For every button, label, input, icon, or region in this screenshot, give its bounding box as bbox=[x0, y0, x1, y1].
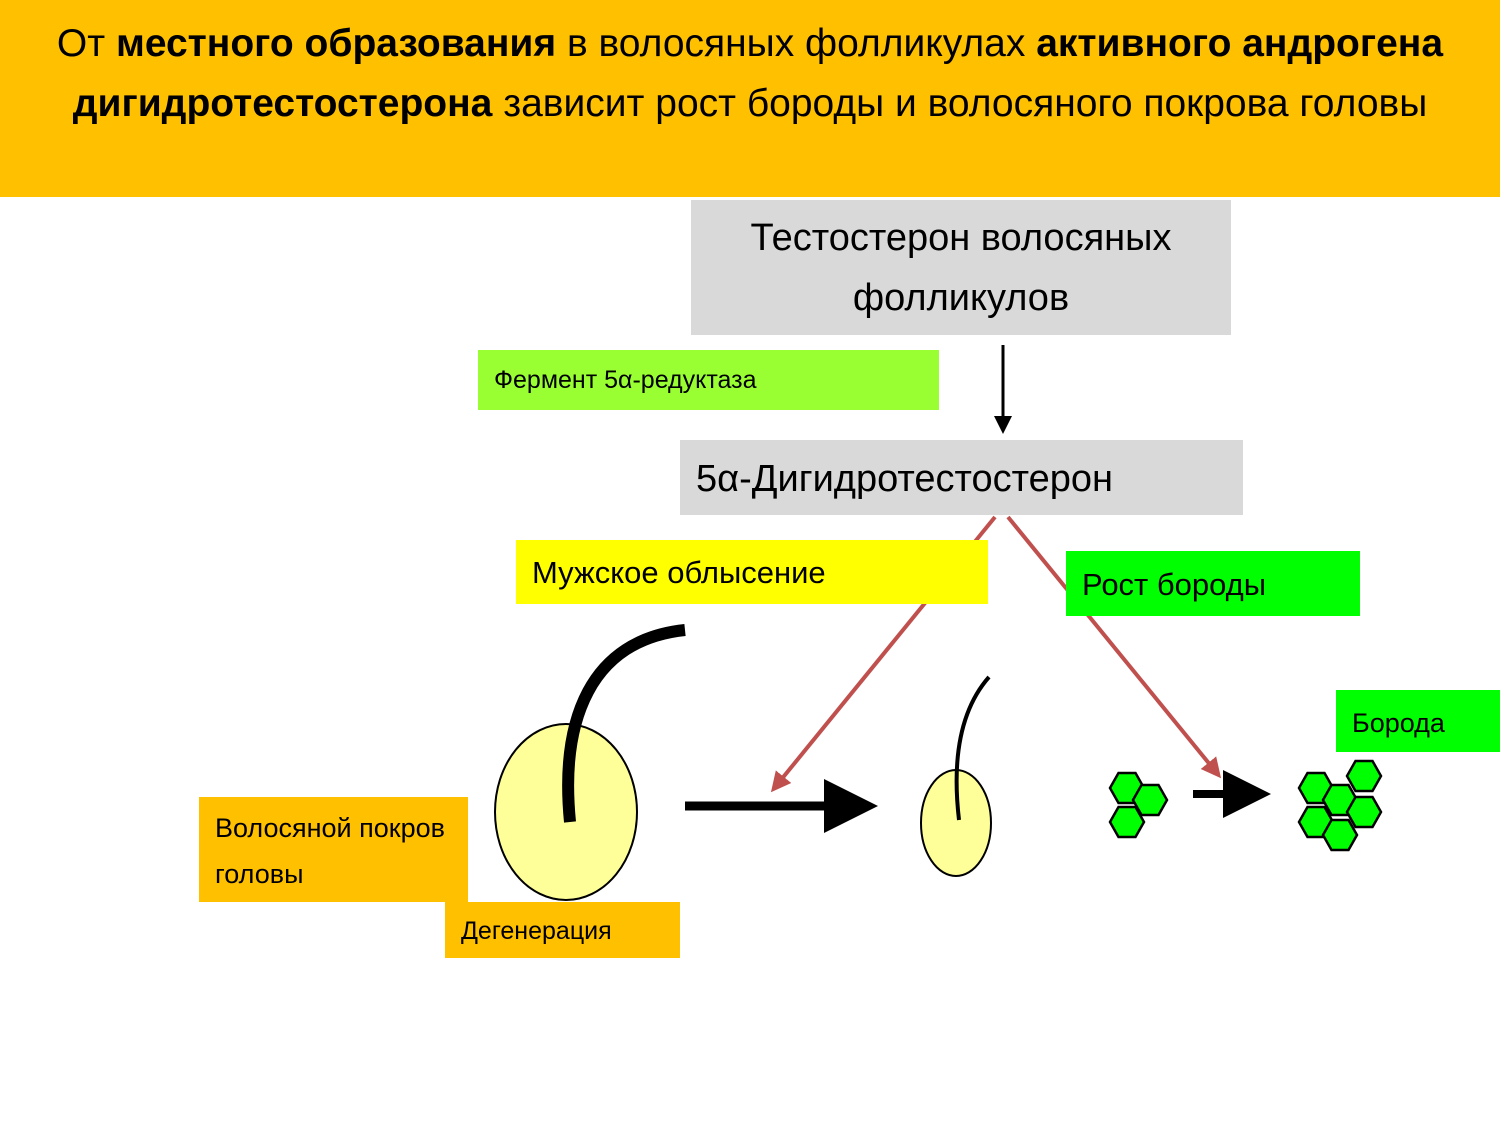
beard-growth-box: Рост бороды bbox=[1066, 551, 1360, 616]
male-baldness-box: Мужское облысение bbox=[516, 540, 988, 604]
thin-hair bbox=[954, 675, 991, 821]
title-band bbox=[0, 0, 1500, 197]
degeneration-box: Дегенерация bbox=[445, 902, 680, 958]
red-arrow-beard bbox=[1006, 515, 1222, 779]
enzyme-box: Фермент 5α-редуктаза bbox=[478, 350, 939, 410]
testosterone-box: Тестостерон волосяных фолликулов bbox=[691, 200, 1231, 335]
dht-box: 5α-Дигидротестостерон bbox=[680, 440, 1243, 515]
small-hex-cluster bbox=[1108, 771, 1169, 839]
beard-box: Борода bbox=[1336, 690, 1500, 752]
large-hex-cluster bbox=[1297, 759, 1383, 852]
thick-hair bbox=[562, 624, 686, 823]
scalp-hair-box: Волосяной покров головы bbox=[199, 797, 468, 902]
slide-title: От местного образования в волосяных фолл… bbox=[56, 22, 1444, 125]
